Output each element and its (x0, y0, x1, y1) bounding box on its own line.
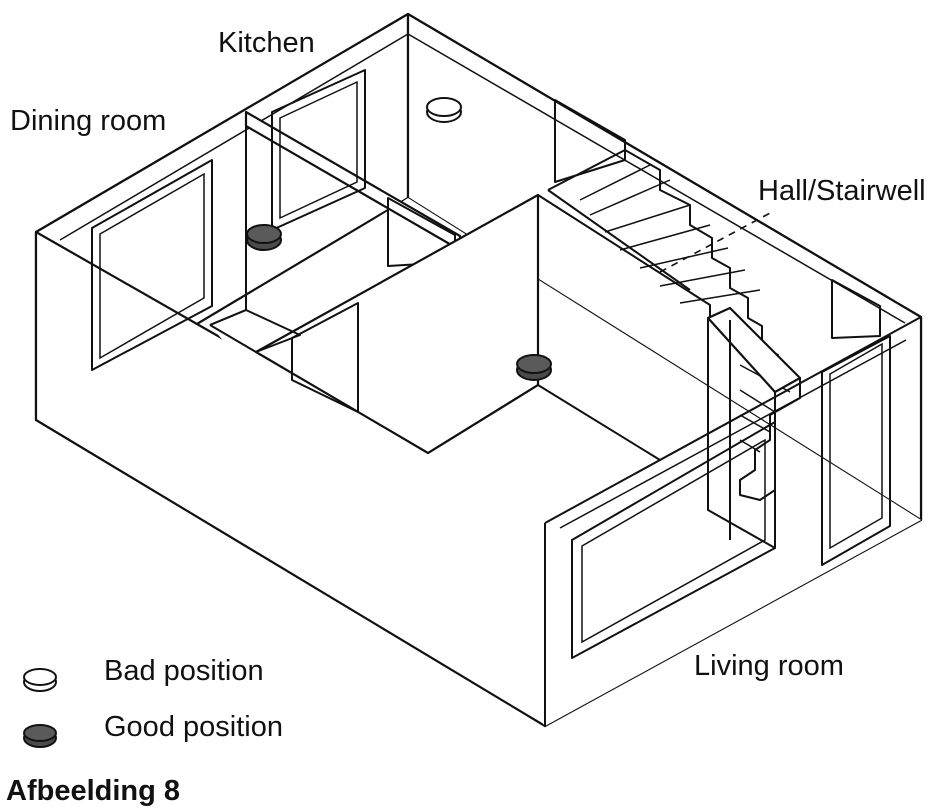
living-room-rim-inner (559, 339, 907, 529)
dining-floor-step (209, 309, 301, 353)
living-room-rim (544, 316, 922, 524)
dining-central-door (291, 302, 359, 413)
label-living-room: Living room (694, 650, 844, 682)
good-detector-hall-rim (516, 354, 552, 374)
living-room-window (571, 421, 776, 659)
dining-window (91, 159, 213, 371)
kitchen-hall-door (554, 99, 626, 183)
bad-detector-kitchen-rim (426, 97, 462, 117)
label-kitchen: Kitchen (218, 27, 315, 59)
label-dining-room: Dining room (10, 105, 166, 137)
hall-leader-line (659, 211, 773, 273)
good-detector-dining-rim (246, 224, 282, 244)
figure-caption: Afbeelding 8 (6, 775, 180, 807)
central-floor-edge (427, 384, 661, 461)
living-room-window-inner (581, 438, 766, 644)
hall-back-window (831, 279, 881, 339)
legend-good-label: Good position (104, 711, 283, 743)
legend-bad-icon-rim (23, 668, 57, 686)
legend-good-icon-rim (23, 724, 57, 742)
label-hall-stairwell: Hall/Stairwell (758, 175, 926, 207)
legend-bad-label: Bad position (104, 655, 264, 687)
dining-window-inner (99, 172, 205, 360)
legend: Bad position Good position (23, 655, 283, 748)
hall-front-door-inner (829, 342, 883, 550)
hall-front-door (821, 335, 891, 566)
central-partition-front (537, 194, 711, 318)
kitchen-window (271, 69, 366, 231)
kitchen-window-inner (279, 80, 358, 220)
staircase (547, 149, 801, 501)
